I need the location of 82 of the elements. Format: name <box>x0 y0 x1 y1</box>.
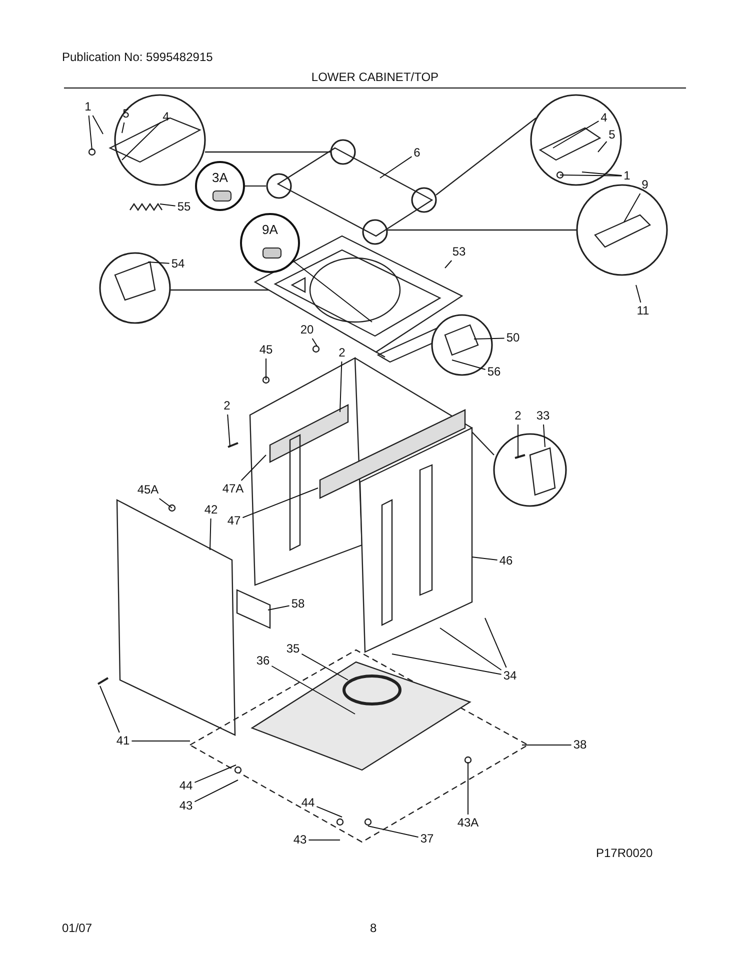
leader-line <box>227 414 230 448</box>
leader-line <box>100 686 120 733</box>
callout-number: 9 <box>642 178 648 192</box>
page-number: 8 <box>370 921 377 935</box>
callout-number: 4 <box>162 110 170 124</box>
leader-line <box>472 556 498 560</box>
leader-line <box>271 666 356 714</box>
callout-number: 58 <box>291 598 305 610</box>
callout-number: 42 <box>204 504 218 516</box>
callout-number: 2 <box>338 346 346 360</box>
callout-number: 45A <box>137 484 159 496</box>
leader-line <box>368 826 419 838</box>
leader-line <box>160 204 176 206</box>
callout-number: 5 <box>608 128 616 142</box>
callout-number: 35 <box>286 642 300 656</box>
callout-number: 43A <box>457 816 479 830</box>
leader-line <box>440 628 502 670</box>
callout-number: 36 <box>256 654 270 668</box>
detail-circle <box>195 161 245 211</box>
callout-number: 45 <box>259 344 273 356</box>
callout-number: 34 <box>503 670 517 682</box>
diagram-title: LOWER CABINET/TOP <box>310 70 440 84</box>
leader-line <box>158 498 172 508</box>
leader-line <box>148 262 170 264</box>
leader-line <box>301 653 348 680</box>
callout-number: 43 <box>179 800 193 812</box>
callout-number: 43 <box>293 834 307 846</box>
callout-number: 46 <box>499 554 513 568</box>
leader-line <box>92 115 104 134</box>
callout-number: 5 <box>122 108 130 120</box>
leader-line <box>543 424 546 448</box>
leader-line <box>636 284 642 303</box>
callout-number: 44 <box>301 796 315 810</box>
callout-number: 41 <box>116 734 130 748</box>
callout-number: 3A <box>211 170 229 185</box>
leader-line <box>194 780 238 802</box>
leader-line <box>380 156 412 178</box>
leader-line <box>560 174 622 176</box>
leader-line <box>268 605 290 610</box>
leader-line <box>452 360 486 370</box>
leader-line <box>552 120 600 148</box>
leader-line <box>392 654 502 675</box>
leader-line <box>210 518 212 550</box>
leader-line <box>340 361 342 412</box>
callout-number: 2 <box>224 400 230 412</box>
callout-number: 47 <box>227 514 241 528</box>
callout-number: 55 <box>177 200 191 214</box>
leader-line <box>312 338 318 346</box>
leader-line <box>131 740 190 742</box>
callout-number: 56 <box>487 366 501 378</box>
callout-number: 2 <box>514 410 522 422</box>
leader-line <box>582 172 622 176</box>
leader-line <box>293 260 372 322</box>
callout-number: 1 <box>84 100 92 114</box>
publication-number: Publication No: 5995482915 <box>62 50 213 64</box>
leader-line <box>598 141 608 152</box>
callout-number: 38 <box>573 738 587 752</box>
leader-line <box>240 454 266 481</box>
leader-line <box>316 806 342 818</box>
callout-number: 33 <box>536 410 550 422</box>
leader-line <box>444 260 452 268</box>
leader-line <box>194 764 236 783</box>
leader-line <box>88 115 92 150</box>
date-text: 01/07 <box>62 921 92 935</box>
callout-number: 44 <box>179 780 193 792</box>
leader-line <box>522 744 572 746</box>
callout-number: 20 <box>300 324 314 336</box>
leader-line <box>122 122 162 160</box>
callout-number: 50 <box>506 332 520 344</box>
callout-number: 1 <box>624 170 630 182</box>
leader-line <box>484 618 507 668</box>
callout-number: 9A <box>261 222 279 237</box>
drawing-code: P17R0020 <box>596 846 653 860</box>
callout-number: 6 <box>414 146 420 160</box>
callout-number: 54 <box>171 258 185 270</box>
callout-number: 53 <box>452 246 466 258</box>
callout-number: 11 <box>636 304 650 318</box>
leader-line <box>242 488 318 518</box>
callout-number: 37 <box>420 832 434 846</box>
callout-number: 47A <box>222 482 244 496</box>
leader-line <box>122 122 125 134</box>
callout-number: 4 <box>600 112 608 124</box>
